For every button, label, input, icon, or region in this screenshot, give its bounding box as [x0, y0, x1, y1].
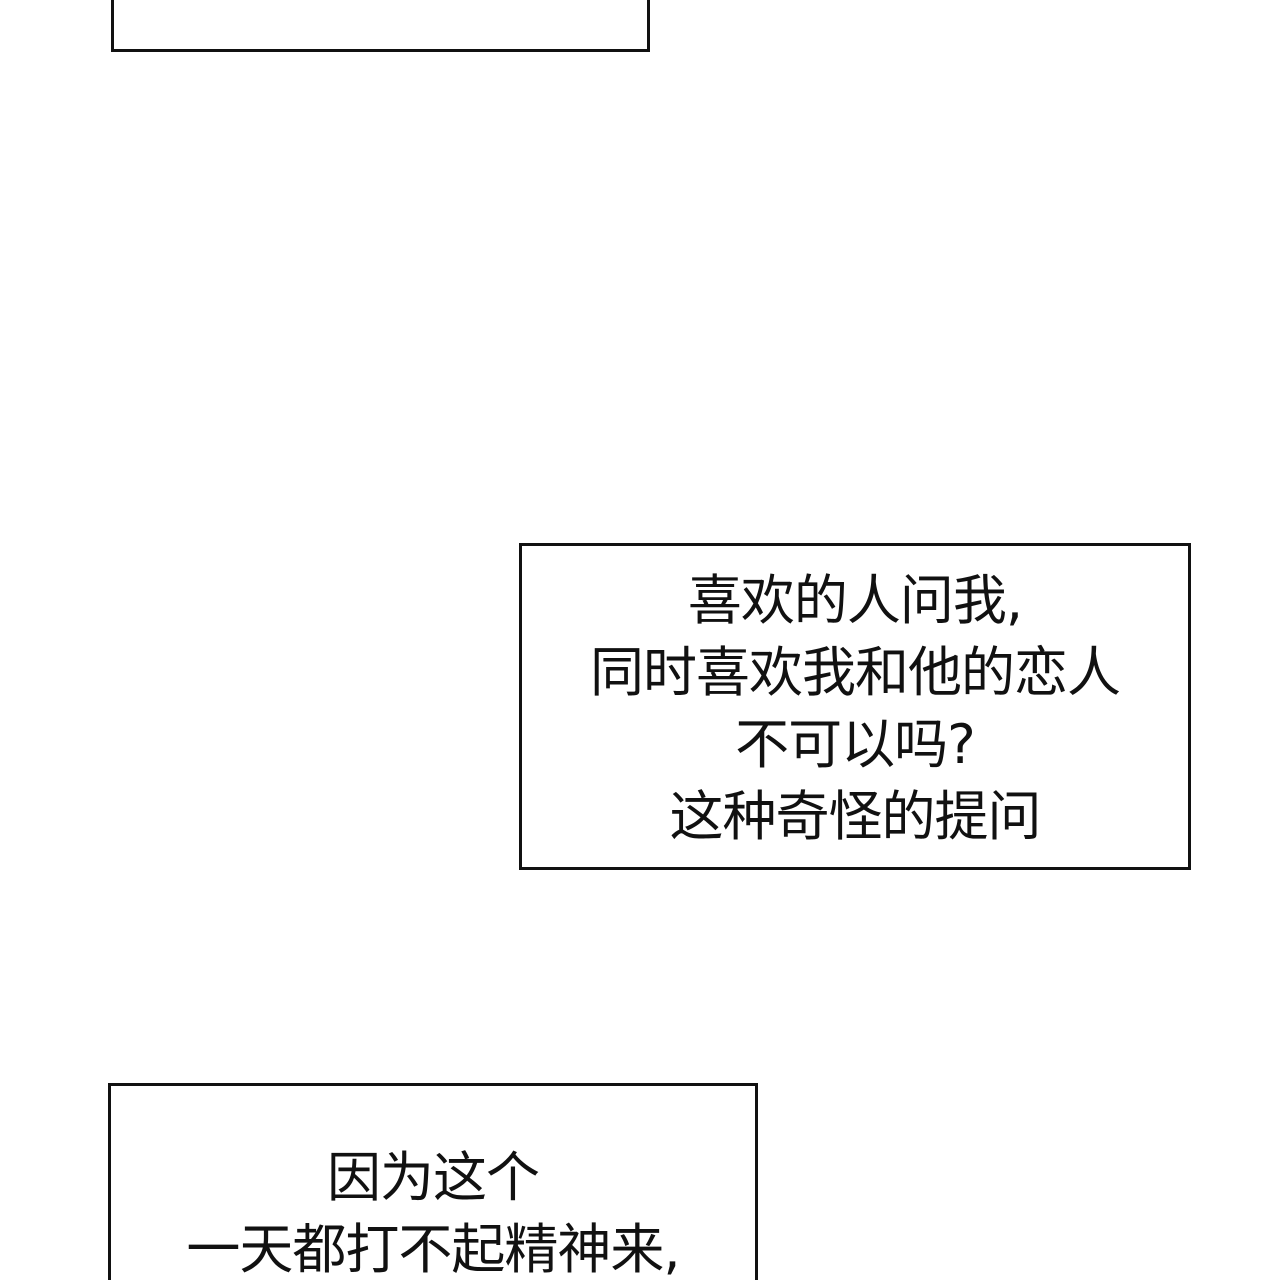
caption-line: 喜欢的人问我, [687, 568, 1023, 632]
caption-box-top [111, 0, 650, 52]
caption-line: 同时喜欢我和他的恋人 [590, 640, 1121, 704]
caption-line: 这种奇怪的提问 [669, 784, 1042, 848]
caption-line: 不可以吗? [735, 712, 976, 776]
caption-box-middle: 喜欢的人问我, 同时喜欢我和他的恋人 不可以吗? 这种奇怪的提问 [519, 543, 1191, 870]
caption-box-bottom: 因为这个 一天都打不起精神来, [108, 1083, 758, 1280]
caption-line: 因为这个 [327, 1146, 540, 1209]
caption-line: 一天都打不起精神来, [186, 1218, 680, 1280]
